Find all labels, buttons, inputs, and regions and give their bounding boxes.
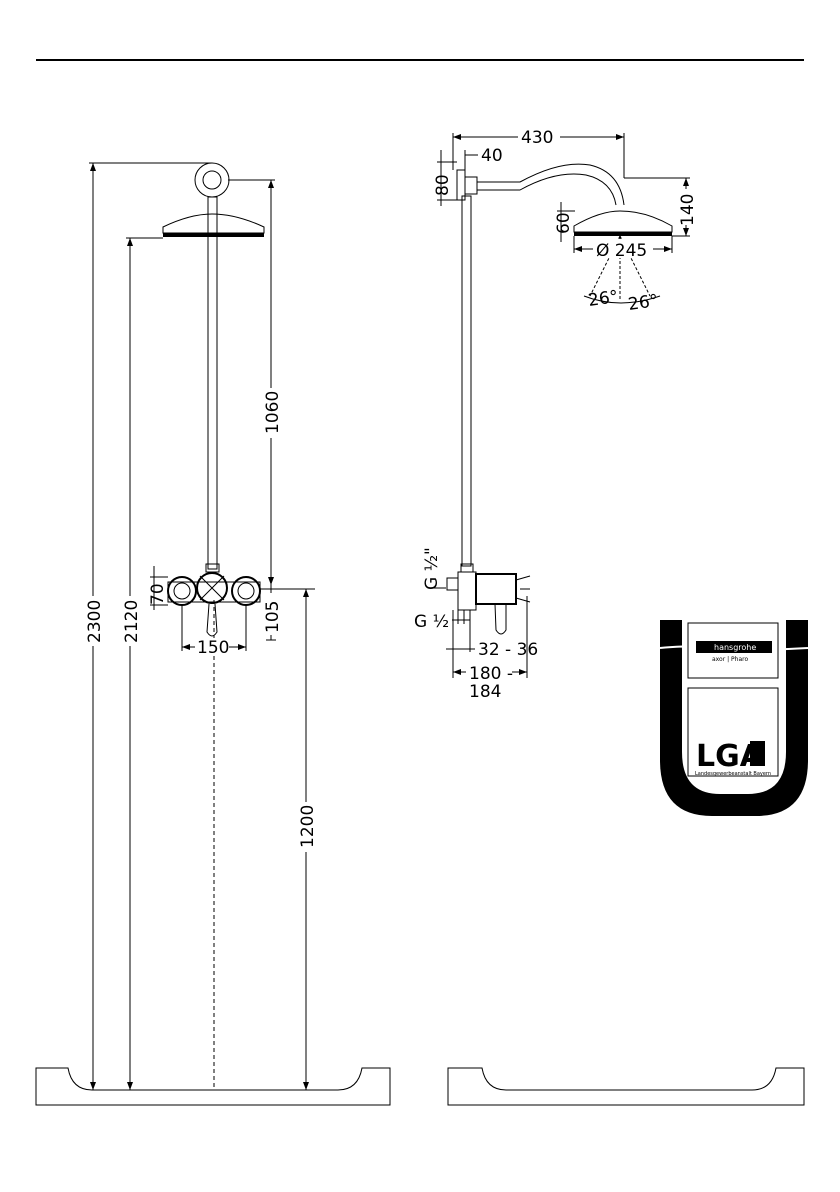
front-shower-tray	[36, 1068, 390, 1105]
dim-label-thread-side: G ½	[414, 612, 449, 632]
front-inlet-left-inner	[174, 583, 190, 599]
front-inlet-left	[168, 577, 196, 605]
certification-badge: hansgrohe axor | Pharo LGA Landesgewerbe…	[660, 620, 808, 816]
dim-label-105: 105	[263, 601, 283, 633]
badge-sub-brands: axor | Pharo	[712, 656, 748, 663]
side-shower-tray	[448, 1068, 804, 1105]
dim-label-26-right: 26°	[627, 291, 660, 315]
dim-label-80: 80	[433, 174, 453, 196]
side-mixer-housing	[476, 574, 516, 604]
badge-authority: Landesgewerbeanstalt Bayern	[695, 771, 771, 777]
side-riser-pipe	[462, 196, 471, 566]
dim-label-1200: 1200	[298, 805, 318, 848]
side-view: 430 40 80 60 140 Ø 245 26° 26° G ½"	[414, 128, 804, 1105]
side-shower-head	[574, 211, 672, 232]
dim-label-140: 140	[678, 194, 698, 226]
dim-label-32-36: 32 - 36	[478, 640, 538, 660]
front-shower-head-plate	[163, 233, 264, 237]
front-inlet-right-inner	[238, 583, 254, 599]
dim-label-150: 150	[197, 638, 229, 658]
badge-lga-square	[750, 741, 765, 766]
side-lever	[495, 604, 506, 634]
side-inlet-nut	[447, 578, 458, 590]
side-arm-coupling	[465, 177, 477, 194]
front-riser-pipe	[208, 197, 217, 569]
dim-label-40: 40	[481, 146, 503, 166]
badge-brand-name: hansgrohe	[714, 643, 756, 652]
dim-label-thread-top: G ½"	[422, 547, 442, 590]
front-shower-head	[163, 214, 264, 233]
dim-label-26-left: 26°	[587, 287, 620, 311]
side-mixer-body	[458, 572, 476, 610]
dim-label-245: Ø 245	[596, 241, 647, 261]
dim-label-60: 60	[554, 212, 574, 234]
front-wall-flange-inner	[203, 171, 221, 189]
side-shower-head-plate	[574, 232, 672, 236]
dim-label-430: 430	[521, 128, 553, 148]
dim-label-70: 70	[148, 583, 168, 605]
front-lever	[207, 604, 217, 636]
side-handle	[516, 576, 530, 602]
side-shower-arm	[477, 164, 624, 205]
dim-label-1060: 1060	[263, 391, 283, 434]
dim-label-184: 184	[469, 682, 501, 702]
front-view: 2300 2120 1060 105 1200 70 150	[36, 163, 390, 1105]
dim-label-2300: 2300	[85, 600, 105, 643]
front-inlet-right	[232, 577, 260, 605]
side-shower-arm-inner	[477, 174, 616, 205]
front-wall-flange	[195, 163, 229, 197]
front-handle-spokes	[200, 576, 224, 600]
dim-label-2120: 2120	[122, 600, 142, 643]
dim-label-180: 180 -	[469, 664, 513, 684]
